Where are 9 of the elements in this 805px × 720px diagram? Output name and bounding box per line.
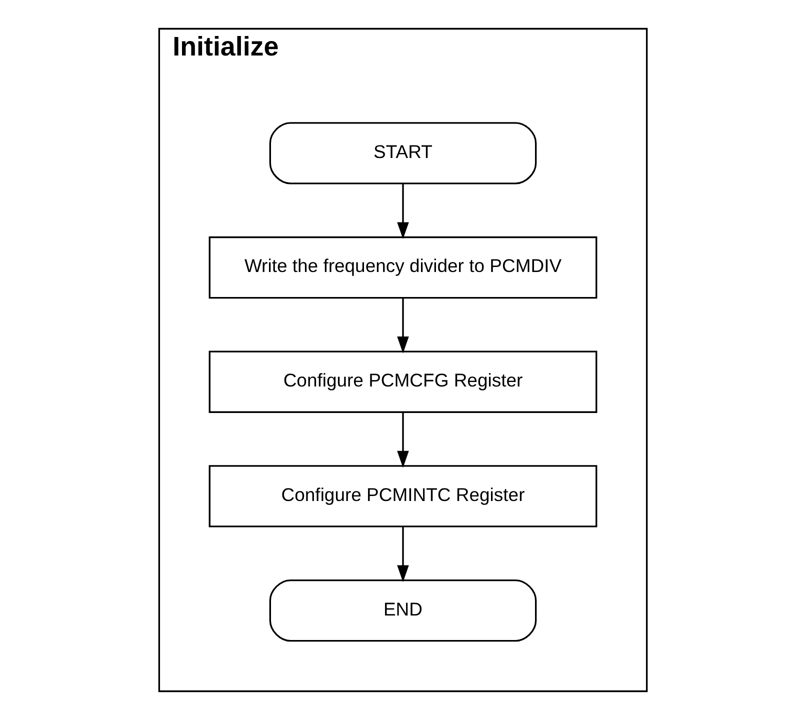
node-box: START [268,122,536,184]
arrow [396,527,408,582]
arrow [396,298,408,354]
node-box: Configure PCMINTC Register [208,465,597,528]
arrow [396,412,408,468]
node-box: Configure PCMCFG Register [208,350,597,413]
node-box: Write the frequency divider to PCMDIV [208,236,597,299]
node-box: END [268,579,536,642]
arrow [396,184,408,240]
